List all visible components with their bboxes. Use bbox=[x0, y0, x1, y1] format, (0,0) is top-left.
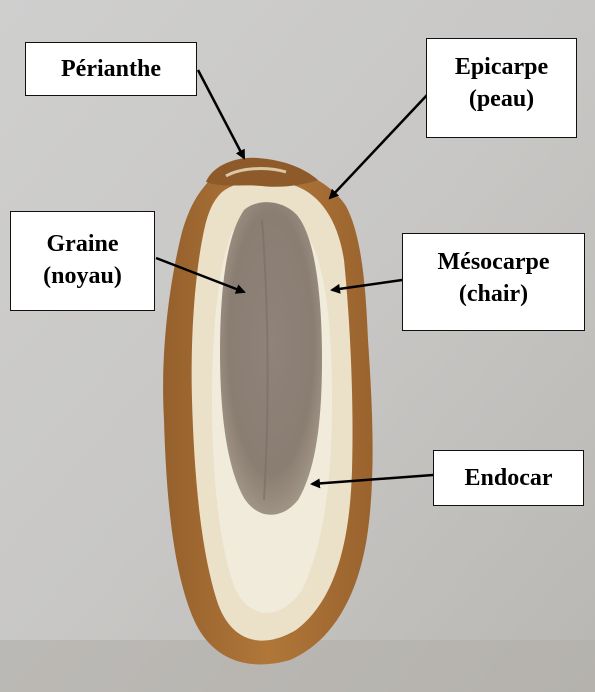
label-epicarpe-line2: (peau) bbox=[435, 83, 568, 115]
label-mesocarpe-line1: Mésocarpe bbox=[411, 246, 576, 278]
label-endocar: Endocar bbox=[433, 450, 584, 506]
label-graine-line2: (noyau) bbox=[19, 260, 146, 292]
label-perianthe: Périanthe bbox=[25, 42, 197, 96]
label-epicarpe-line1: Epicarpe bbox=[435, 51, 568, 83]
label-epicarpe: Epicarpe (peau) bbox=[426, 38, 577, 138]
label-graine: Graine (noyau) bbox=[10, 211, 155, 311]
label-endocar-text: Endocar bbox=[442, 462, 575, 494]
label-mesocarpe-line2: (chair) bbox=[411, 278, 576, 310]
label-graine-line1: Graine bbox=[19, 228, 146, 260]
label-perianthe-text: Périanthe bbox=[34, 53, 188, 85]
label-mesocarpe: Mésocarpe (chair) bbox=[402, 233, 585, 331]
seed-kernel bbox=[220, 202, 322, 515]
